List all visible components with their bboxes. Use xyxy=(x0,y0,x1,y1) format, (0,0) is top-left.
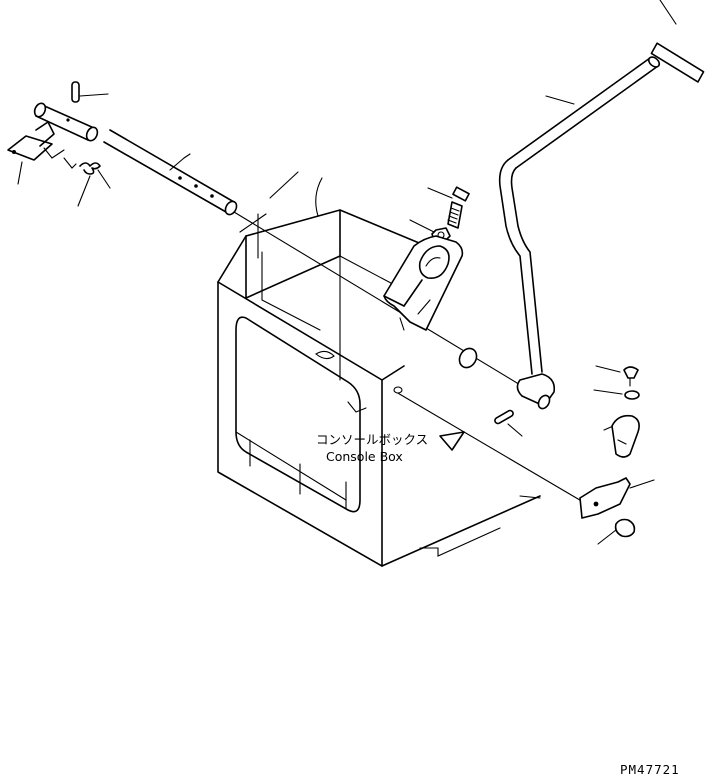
shift-lever xyxy=(498,0,705,410)
console-box-label-jp: コンソールボックス xyxy=(316,432,428,447)
detent-parts xyxy=(395,365,655,545)
shift-rod xyxy=(103,129,238,216)
figure-code: PM47721 xyxy=(620,762,680,777)
washer xyxy=(458,347,478,369)
leader-lines xyxy=(239,171,299,259)
spring-pin xyxy=(494,409,523,437)
console-box-label-en: Console Box xyxy=(326,449,403,464)
lever-bracket xyxy=(383,235,464,331)
console-box xyxy=(217,177,541,567)
bolt-and-nut xyxy=(409,186,470,243)
box-hole xyxy=(393,386,403,394)
pivot-bracket xyxy=(7,81,111,207)
assembly-axis xyxy=(233,211,523,387)
